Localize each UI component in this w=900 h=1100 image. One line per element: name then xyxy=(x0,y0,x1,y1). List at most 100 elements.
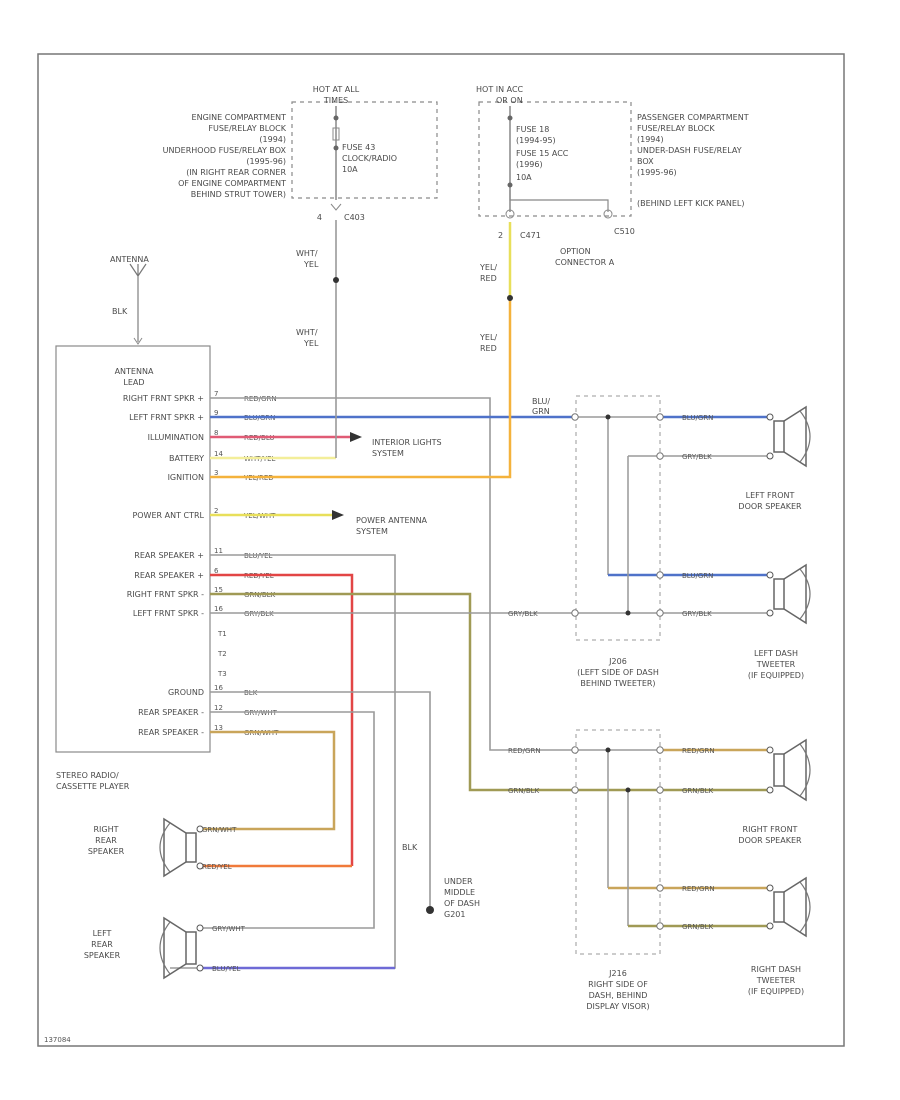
radio-pin-number: 7 xyxy=(214,390,218,398)
radio-pin-number: 3 xyxy=(214,469,218,477)
lf-dash-wire-1: BLU/GRN xyxy=(682,572,713,580)
j-right-3: DISPLAY VISOR) xyxy=(586,1002,649,1011)
batt-wire-label-2: YEL xyxy=(303,260,319,269)
fuse-right-fuse-3: (1996) xyxy=(516,160,543,169)
radio-extra-pin-2: T2 xyxy=(217,650,227,658)
radio-pin-number: 15 xyxy=(214,586,223,594)
antenna: ANTENNA BLK xyxy=(110,255,149,345)
radio-pin-number: 12 xyxy=(214,704,223,712)
speaker-icon xyxy=(766,405,811,468)
radio-pin-number: 14 xyxy=(214,450,223,458)
fuse-right-desc-2: (1994) xyxy=(637,135,664,144)
fuse-right-conn-a: C471 xyxy=(520,231,541,240)
fuse-left-desc-1: FUSE/RELAY BLOCK xyxy=(208,124,286,133)
lf-door-wire-2: GRY/BLK xyxy=(682,453,712,461)
fuse-left-conn: C403 xyxy=(344,213,365,222)
radio-pin-wire: BLK xyxy=(244,689,258,697)
radio-pin-name: RIGHT FRNT SPKR - xyxy=(127,590,204,599)
fuse-right-desc-6: (BEHIND LEFT KICK PANEL) xyxy=(637,199,745,208)
connector-pin xyxy=(656,746,664,754)
fuse-right-desc-4: BOX xyxy=(637,157,654,166)
lf-door-wire-1: BLU/GRN xyxy=(682,414,713,422)
dest-interior-2: SYSTEM xyxy=(372,449,404,458)
speaker-icon xyxy=(766,876,811,938)
fuse-right-desc-0: PASSENGER COMPARTMENT xyxy=(637,113,749,122)
j-left-1: (LEFT SIDE OF DASH xyxy=(577,668,659,677)
fuse-left-fuse-3: 10A xyxy=(342,165,358,174)
j-left-0: J206 xyxy=(608,657,627,666)
j-left-wire: GRY/BLK xyxy=(508,610,538,618)
radio-pin-wire: GRY/WHT xyxy=(244,709,278,717)
radio-pin-name: GROUND xyxy=(168,688,204,697)
connector-pin xyxy=(571,786,579,794)
lf-door-label-1: DOOR SPEAKER xyxy=(738,502,802,511)
destinations: INTERIOR LIGHTS SYSTEM POWER ANTENNA SYS… xyxy=(356,438,480,919)
radio-pin-number: 16 xyxy=(214,605,223,613)
rf-dash-wire-1: RED/GRN xyxy=(682,885,715,893)
speaker-icon xyxy=(159,916,204,980)
connector-pin xyxy=(571,609,579,617)
fuse-left-desc-4: (1995-96) xyxy=(246,157,286,166)
speaker-icon xyxy=(159,817,204,878)
wires xyxy=(170,220,770,970)
fuse-right-fuse-0: FUSE 18 xyxy=(516,125,549,134)
lf-tw-label-2: (IF EQUIPPED) xyxy=(748,671,804,680)
radio-pin-number: 6 xyxy=(214,567,219,575)
radio-pin-wire: GRY/BLK xyxy=(244,610,274,618)
fuse-left-conn-pin: 4 xyxy=(317,213,322,222)
radio-antenna-lead-1: ANTENNA xyxy=(115,367,154,376)
radio-pin-number: 13 xyxy=(214,724,223,732)
dest-power-ant-2: SYSTEM xyxy=(356,527,388,536)
connector-pin xyxy=(571,746,579,754)
lf-door-label-0: LEFT FRONT xyxy=(746,491,795,500)
lr-label-0: LEFT xyxy=(93,929,112,938)
fuse-block-right: HOT IN ACC OR ON FUSE 18 (1994-95) FUSE … xyxy=(476,85,749,267)
speaker-labels: LEFT FRONT DOOR SPEAKER LEFT DASH TWEETE… xyxy=(84,491,804,996)
radio-pin-name: LEFT FRNT SPKR + xyxy=(129,413,204,422)
speakers xyxy=(159,405,811,980)
ign-wire-label-2: RED xyxy=(480,274,497,283)
ground-loc-2: OF DASH xyxy=(444,899,480,908)
lr-wire-2: BLU/YEL xyxy=(212,965,241,973)
fuse-left-fuse-2: CLOCK/RADIO xyxy=(342,154,397,163)
ground-loc-0: UNDER xyxy=(444,877,473,886)
rr-label-2: SPEAKER xyxy=(88,847,125,856)
ign-wire-label-4: RED xyxy=(480,344,497,353)
rr-label-1: REAR xyxy=(95,836,117,845)
j-left-2: BEHIND TWEETER) xyxy=(580,679,655,688)
radio-pin-name: RIGHT FRNT SPKR + xyxy=(123,394,204,403)
lf-tw-label-0: LEFT DASH xyxy=(754,649,798,658)
radio-pin-name: REAR SPEAKER + xyxy=(134,571,204,580)
fuse-left-desc-6: OF ENGINE COMPARTMENT xyxy=(178,179,286,188)
radio-pin-number: 2 xyxy=(214,507,218,515)
ign-wire-label-3: YEL/ xyxy=(479,333,497,342)
radio-pin-name: REAR SPEAKER - xyxy=(138,728,204,737)
speaker-icon xyxy=(766,738,811,802)
lr-label-1: REAR xyxy=(91,940,113,949)
ground-loc-3: G201 xyxy=(444,910,465,919)
radio-pin-number: 8 xyxy=(214,429,218,437)
radio-extra-pin-1: T1 xyxy=(217,630,227,638)
fuse-right-conn-note-2: CONNECTOR A xyxy=(555,258,615,267)
fuse-right-fuse-1: (1994-95) xyxy=(516,136,556,145)
connector-pin xyxy=(656,452,664,460)
fuse-left-desc-7: BEHIND STRUT TOWER) xyxy=(191,190,286,199)
diagram-frame xyxy=(37,53,845,1047)
fuse-left-desc: ENGINE COMPARTMENT FUSE/RELAY BLOCK (199… xyxy=(163,113,287,199)
fuse-right-hot-label-2: OR ON xyxy=(496,96,523,105)
fuse-left-hot-label-1: HOT AT ALL xyxy=(313,85,360,94)
fuse-right-fuse-4: 10A xyxy=(516,173,532,182)
ground-wire-label: BLK xyxy=(402,843,418,852)
dest-power-ant-1: POWER ANTENNA xyxy=(356,516,428,525)
radio-pin-name: BATTERY xyxy=(169,454,204,463)
fuse-left-hot-label-2: TIMES xyxy=(323,96,348,105)
antenna-label: ANTENNA xyxy=(110,255,149,264)
